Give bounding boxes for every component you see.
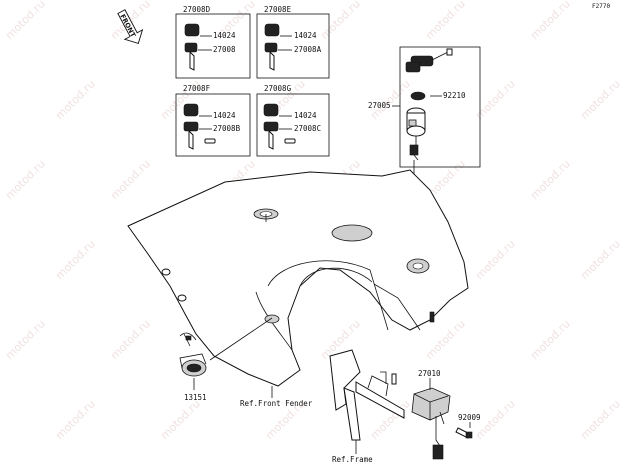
watermark-text: motod.ru — [578, 77, 623, 122]
label-27008b: 27008B — [213, 124, 241, 133]
label-27008g: 27008G — [264, 84, 292, 93]
watermark-text: motod.ru — [578, 397, 623, 442]
key-icon — [184, 23, 200, 71]
watermark-text: motod.ru — [53, 397, 98, 442]
key-box-27008f — [175, 93, 251, 157]
ref-frame: Ref.Frame — [332, 455, 373, 464]
label-14024-a: 14024 — [213, 31, 236, 40]
connector-icon — [179, 332, 207, 377]
watermark-text: motod.ru — [158, 397, 203, 442]
key-box-27008e — [256, 13, 330, 79]
frame-bracket — [329, 349, 405, 441]
watermark-text: motod.ru — [528, 157, 573, 202]
watermark-text: motod.ru — [423, 0, 468, 42]
watermark-text: motod.ru — [423, 317, 468, 362]
label-27008c: 27008C — [294, 124, 321, 133]
watermark-text: motod.ru — [528, 0, 573, 42]
label-14024-b: 14024 — [294, 31, 317, 40]
label-27008e: 27008E — [264, 5, 292, 14]
watermark-text: motod.ru — [108, 317, 153, 362]
key-icon — [183, 103, 216, 150]
key-box-27008g — [256, 93, 330, 157]
ignition-switch-box — [399, 46, 481, 168]
key-icon — [264, 23, 280, 71]
label-27008: 27008 — [213, 45, 236, 54]
relay-icon — [411, 387, 451, 460]
label-14024-c: 14024 — [213, 111, 236, 120]
watermark-text: motod.ru — [318, 0, 363, 42]
label-27008d: 27008D — [183, 5, 211, 14]
watermark-text: motod.ru — [53, 237, 98, 282]
ignition-switch-icon — [405, 48, 453, 161]
diagram-code: F2770 — [592, 3, 610, 10]
label-14024-d: 14024 — [294, 111, 317, 120]
label-92009: 92009 — [458, 413, 481, 422]
watermark-text: motod.ru — [528, 317, 573, 362]
bolt-icon — [455, 427, 473, 439]
label-13151: 13151 — [184, 393, 207, 402]
label-92210: 92210 — [443, 91, 466, 100]
key-icon — [263, 103, 296, 150]
label-27008f: 27008F — [183, 84, 211, 93]
label-27010: 27010 — [418, 369, 441, 378]
ref-front-fender: Ref.Front Fender — [240, 399, 313, 408]
watermark-text: motod.ru — [3, 317, 48, 362]
label-27005: 27005 — [368, 101, 391, 110]
watermark-text: motod.ru — [578, 237, 623, 282]
key-box-27008d — [175, 13, 251, 79]
watermark-text: motod.ru — [473, 237, 518, 282]
front-fender-body — [127, 169, 469, 387]
watermark-text: motod.ru — [3, 157, 48, 202]
watermark-text: motod.ru — [108, 157, 153, 202]
watermark-text: motod.ru — [3, 0, 48, 42]
label-27008a: 27008A — [294, 45, 322, 54]
watermark-text: motod.ru — [368, 77, 413, 122]
watermark-text: motod.ru — [53, 77, 98, 122]
